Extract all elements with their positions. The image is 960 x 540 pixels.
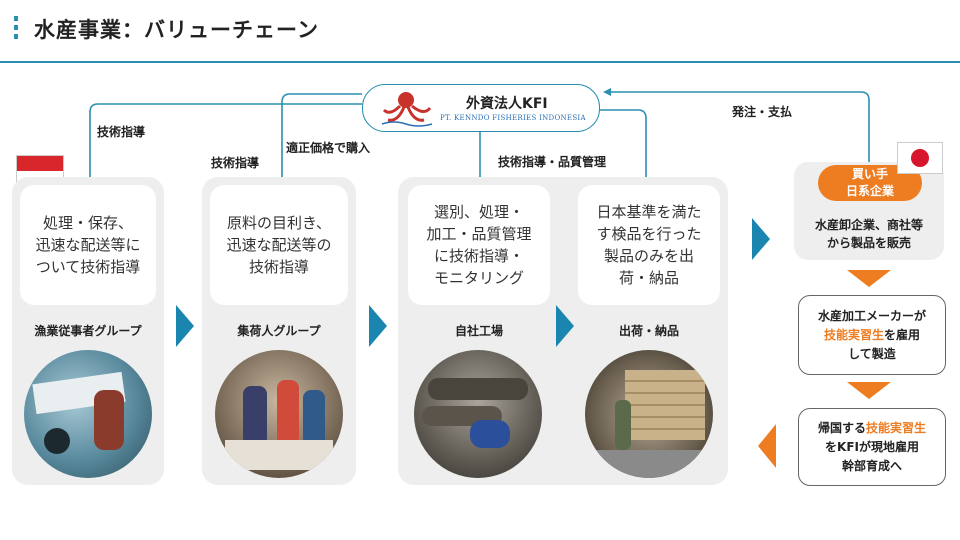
bubble-fishermen: 処理・保存、迅速な配送等について技術指導 bbox=[20, 185, 156, 305]
label-order-payment: 発注・支払 bbox=[732, 105, 793, 119]
group-name-shipping: 出荷・納品 bbox=[618, 324, 679, 338]
bubble-collectors: 原料の目利き、迅速な配送等の技術指導 bbox=[210, 185, 348, 305]
arrow-order-payment bbox=[603, 88, 870, 162]
arrow-to-shipping bbox=[598, 109, 650, 185]
page-title: 水産事業：バリューチェーン bbox=[34, 18, 319, 42]
japan-flag-icon bbox=[897, 142, 943, 174]
photo-collectors bbox=[215, 350, 343, 478]
down-arrow-2 bbox=[847, 382, 891, 399]
group-name-factory: 自社工場 bbox=[454, 324, 503, 338]
kfi-name: 外資法人KFI bbox=[466, 96, 548, 112]
title-divider bbox=[0, 61, 960, 63]
label-tech-quality: 技術指導・品質管理 bbox=[498, 155, 607, 169]
label-tech-guidance-collectors: 技術指導 bbox=[211, 156, 260, 170]
photo-factory bbox=[414, 350, 542, 478]
returning-trainee-box: 帰国する技能実習生 をKFIが現地雇用 幹部育成へ bbox=[798, 408, 946, 486]
down-arrow-1 bbox=[847, 270, 891, 287]
arrow-to-collectors bbox=[278, 93, 362, 185]
processing-maker-box: 水産加工メーカーが 技能実習生を雇用 して製造 bbox=[798, 295, 946, 375]
photo-shipping bbox=[585, 350, 713, 478]
group-name-fishermen: 漁業従事者グループ bbox=[34, 324, 142, 338]
flow-arrow-1 bbox=[176, 305, 194, 347]
title-accent-dots bbox=[14, 16, 18, 43]
octopus-logo-icon bbox=[381, 92, 433, 127]
bubble-shipping: 日本基準を満たす検品を行った製品のみを出荷・納品 bbox=[578, 185, 720, 305]
flow-arrow-to-buyer bbox=[752, 218, 770, 260]
kfi-subtitle: PT. KENNDO FISHERIES INDONESIA bbox=[440, 114, 586, 122]
return-arrow bbox=[758, 424, 776, 468]
label-fair-price: 適正価格で購入 bbox=[286, 141, 371, 155]
label-tech-guidance-fishermen: 技術指導 bbox=[97, 125, 146, 139]
flow-arrow-3 bbox=[556, 305, 574, 347]
arrow-to-fishermen bbox=[86, 103, 362, 185]
bubble-factory: 選別、処理・加工・品質管理に技術指導・モニタリング bbox=[408, 185, 550, 305]
flow-arrow-2 bbox=[369, 305, 387, 347]
buyer-description: 水産卸企業、商社等から製品を販売 bbox=[814, 218, 923, 250]
kfi-company-box bbox=[362, 84, 600, 132]
group-name-collectors: 集荷人グループ bbox=[237, 324, 321, 338]
photo-fishermen bbox=[24, 350, 152, 478]
